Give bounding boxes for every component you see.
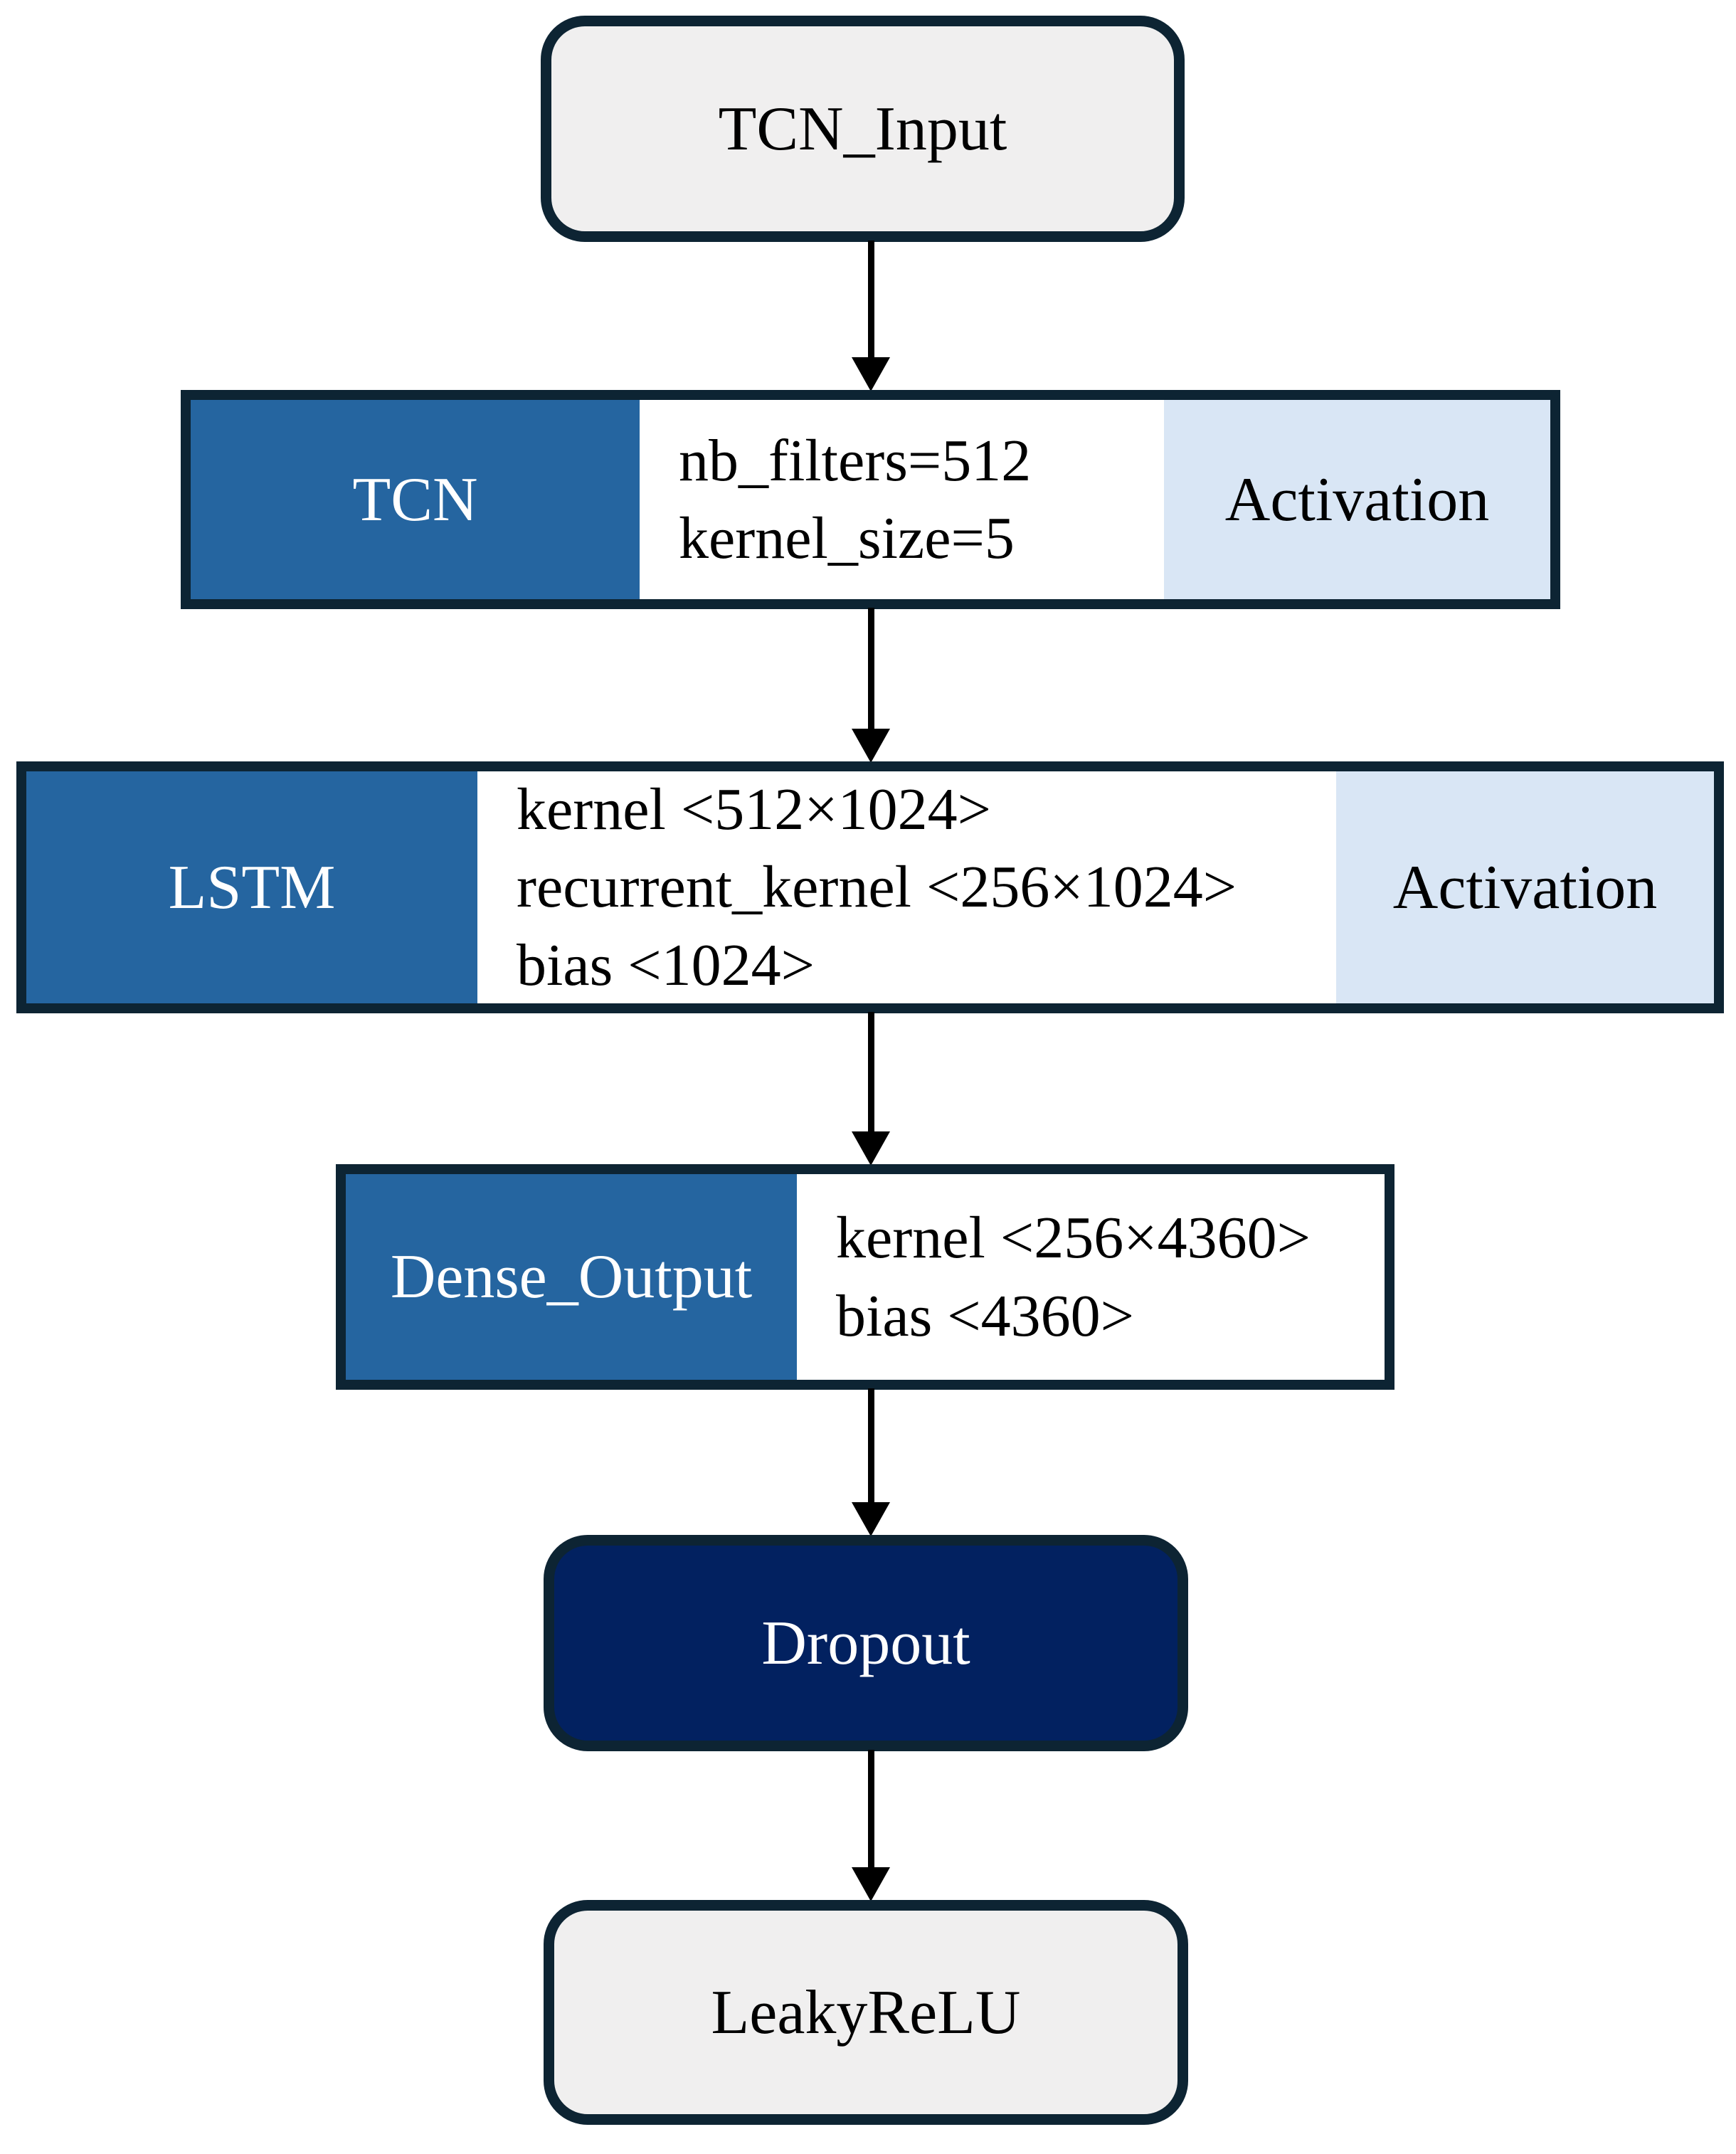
tcn-param-line: kernel_size=5 (679, 505, 1015, 571)
node-leakyrelu: LeakyReLU (544, 1900, 1188, 2125)
tcn-params-cell: nb_filters=512 kernel_size=5 (640, 400, 1164, 599)
lstm-param-line: recurrent_kernel <256×1024> (517, 854, 1237, 921)
dense-output-params-cell: kernel <256×4360> bias <4360> (797, 1174, 1385, 1380)
arrowhead-icon (852, 1502, 890, 1536)
node-tcn-input: TCN_Input (541, 16, 1185, 242)
tcn-activation-label: Activation (1224, 465, 1490, 534)
edge-shaft (867, 1388, 874, 1502)
layer-row-lstm: LSTM kernel <512×1024> recurrent_kernel … (16, 761, 1724, 1013)
dense-output-label: Dense_Output (390, 1242, 753, 1311)
edge-dense-to-dropout (852, 1388, 890, 1536)
tcn-label: TCN (352, 465, 478, 534)
tcn-param-line: nb_filters=512 (679, 427, 1032, 494)
arrowhead-icon (852, 1867, 890, 1901)
edge-shaft (867, 1012, 874, 1131)
arrowhead-icon (852, 357, 890, 391)
dense-output-param-line: kernel <256×4360> (836, 1205, 1311, 1272)
edge-dropout-to-leakyrelu (852, 1750, 890, 1901)
layer-row-tcn: TCN nb_filters=512 kernel_size=5 Activat… (181, 390, 1560, 609)
node-dropout: Dropout (544, 1535, 1188, 1751)
edge-tcn-input-to-tcn (852, 241, 890, 391)
edge-shaft (867, 241, 874, 357)
lstm-label: LSTM (168, 852, 336, 922)
lstm-param-line: kernel <512×1024> (517, 776, 991, 843)
tcn-activation-cell: Activation (1164, 400, 1550, 599)
dense-output-param-line: bias <4360> (836, 1282, 1135, 1349)
node-leakyrelu-label: LeakyReLU (711, 1978, 1021, 2047)
tcn-label-cell: TCN (191, 400, 640, 599)
layer-row-dense-output: Dense_Output kernel <256×4360> bias <436… (336, 1164, 1394, 1390)
edge-shaft (867, 1750, 874, 1867)
edge-shaft (867, 608, 874, 729)
lstm-activation-label: Activation (1392, 852, 1658, 922)
edge-lstm-to-dense (852, 1012, 890, 1166)
arrowhead-icon (852, 729, 890, 763)
lstm-param-line: bias <1024> (517, 931, 815, 998)
lstm-activation-cell: Activation (1336, 771, 1714, 1003)
dense-output-label-cell: Dense_Output (346, 1174, 797, 1380)
lstm-label-cell: LSTM (26, 771, 477, 1003)
node-dropout-label: Dropout (761, 1608, 970, 1678)
node-tcn-input-label: TCN_Input (718, 94, 1007, 164)
edge-tcn-to-lstm (852, 608, 890, 763)
arrowhead-icon (852, 1131, 890, 1166)
lstm-params-cell: kernel <512×1024> recurrent_kernel <256×… (477, 771, 1336, 1003)
